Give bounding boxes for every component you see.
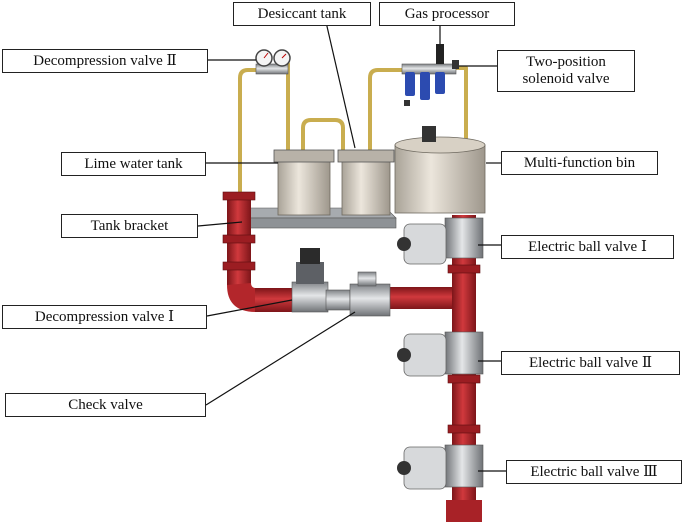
electric-ball-valve-3-label: Electric ball valve Ⅲ [506,460,682,484]
electric-ball-valve-1-part [397,217,484,265]
electric-ball-valve-2-label: Electric ball valve Ⅱ [501,351,680,375]
desiccant-tank-part [337,149,395,216]
gas-processor-part [401,44,459,106]
leader-lines [197,21,506,472]
tank-bracket-label: Tank bracket [61,214,198,238]
electric-ball-valve-2-part [397,331,484,377]
decompression-valve-2-part [255,49,291,75]
two-position-solenoid-valve-label: Two-position solenoid valve [497,50,635,92]
electric-ball-valve-1-label: Electric ball valve Ⅰ [501,235,674,259]
decompression-valve-2-label: Decompression valve Ⅱ [2,49,208,73]
desiccant-tank-label: Desiccant tank [233,2,371,26]
check-valve-label: Check valve [5,393,206,417]
electric-ball-valve-3-part [397,444,484,490]
check-valve-part [325,271,391,317]
lime-water-tank-label: Lime water tank [61,152,206,176]
decompression-valve-1-part [291,248,329,313]
gas-processor-label: Gas processor [379,2,515,26]
multi-function-bin-part [394,126,486,214]
multi-function-bin-label: Multi-function bin [501,151,658,175]
two-position-solenoid-valve-line-1: Two-position [526,54,606,70]
pipe-flanges [222,191,481,434]
two-position-solenoid-valve-line-2: solenoid valve [522,71,610,87]
decompression-valve-1-label: Decompression valve Ⅰ [2,305,207,329]
lime-water-tank-part [273,149,335,216]
